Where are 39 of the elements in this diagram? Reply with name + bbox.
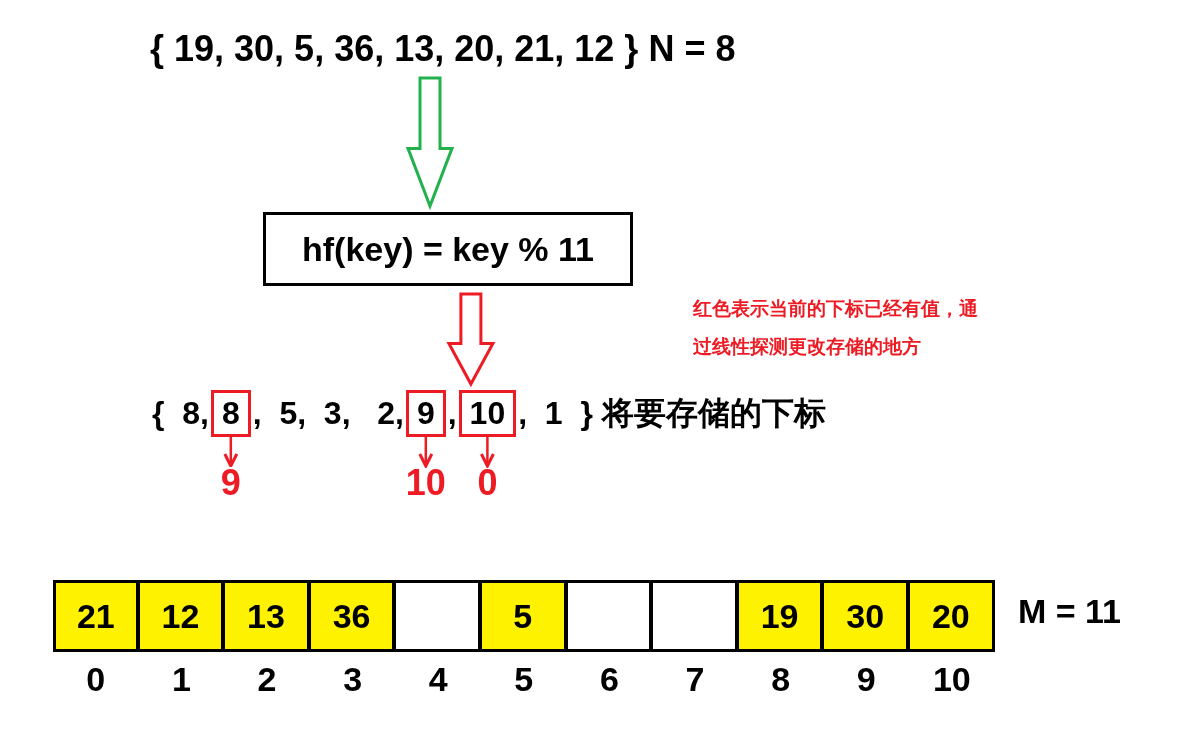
note-text: 红色表示当前的下标已经有值，通过线性探测更改存储的地方 bbox=[693, 297, 979, 359]
index-label: 9 bbox=[855, 660, 877, 699]
table-cell: 30 bbox=[823, 580, 909, 652]
number-set-text: { 19, 30, 5, 36, 13, 20, 21, 12 } N = 8 bbox=[150, 28, 736, 70]
arrow bbox=[479, 437, 495, 468]
table-cell: 5 bbox=[481, 580, 567, 652]
table-cell: 12 bbox=[138, 580, 225, 652]
index-label: 2 bbox=[256, 660, 278, 699]
table-cell: 36 bbox=[309, 580, 396, 652]
table-cell: 19 bbox=[737, 580, 824, 652]
hollow-arrow bbox=[446, 292, 496, 388]
hollow-arrow bbox=[405, 76, 455, 211]
index-list-text: { 8, bbox=[152, 395, 209, 432]
index-label: 8 bbox=[770, 660, 792, 699]
probed-index-number: 0 bbox=[477, 462, 498, 504]
index-label: 1 bbox=[170, 660, 192, 699]
index-label: 10 bbox=[931, 660, 972, 699]
index-label: 5 bbox=[513, 660, 535, 699]
formula-box: hf(key) = key % 11 bbox=[263, 212, 633, 286]
index-label: 0 bbox=[85, 660, 107, 699]
table-cell: 13 bbox=[224, 580, 310, 652]
highlight-box: 8 bbox=[210, 390, 251, 437]
index-label: 7 bbox=[684, 660, 706, 699]
index-list-text: , 1 } bbox=[518, 395, 593, 432]
index-label: 6 bbox=[598, 660, 620, 699]
arrow bbox=[418, 437, 434, 468]
probed-index-number: 10 bbox=[405, 462, 446, 504]
index-list-text: , bbox=[447, 395, 457, 432]
index-label: 3 bbox=[342, 660, 364, 699]
index-label: 4 bbox=[427, 660, 449, 699]
highlight-box: 10 bbox=[458, 390, 517, 437]
probed-index-number: 9 bbox=[220, 462, 241, 504]
table-cell: 20 bbox=[909, 580, 995, 652]
caption-text: 将要存储的下标 bbox=[600, 393, 826, 433]
highlight-box: 9 bbox=[405, 390, 446, 437]
index-list-text: , 5, 3, 2, bbox=[252, 395, 404, 432]
table-cell: 21 bbox=[53, 580, 139, 652]
arrow bbox=[223, 437, 239, 468]
table-size-label: M = 11 bbox=[1018, 592, 1121, 631]
